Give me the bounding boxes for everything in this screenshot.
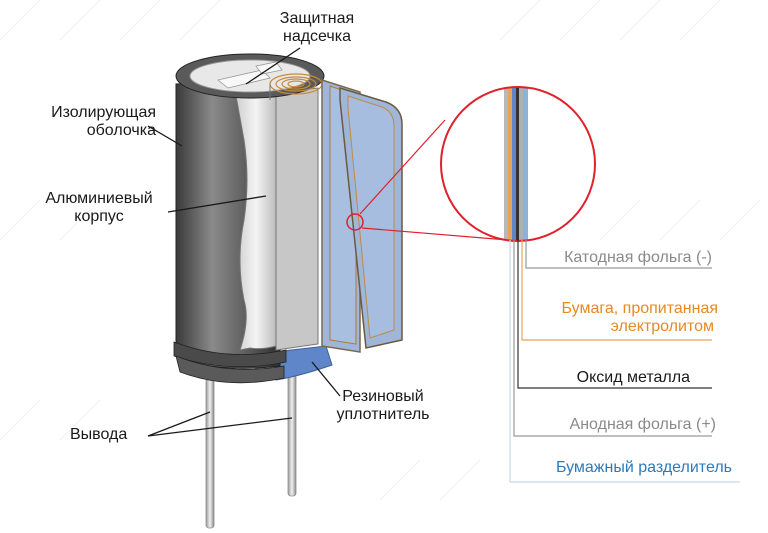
aluminum-case-shape (235, 87, 319, 351)
label-rubber-seal: Резиновый уплотнитель (322, 388, 444, 424)
label-protective-notch-line2: надсечка (282, 28, 352, 45)
zoom-callout (440, 86, 596, 242)
label-insulating-sleeve-line2: оболочка (86, 122, 156, 139)
label-pointers (147, 47, 341, 437)
label-insulating-sleeve-line1: Изолирующая (51, 104, 156, 121)
rubber-seal-shape (273, 345, 333, 381)
capacitor-leads (205, 371, 297, 529)
label-rubber-seal-line1: Резиновый (342, 388, 424, 405)
label-aluminum-case-line1: Алюминиевый (45, 190, 153, 207)
label-protective-notch-line1: Защитная (279, 10, 355, 27)
label-cathode-foil: Катодная фольга (-) (564, 249, 712, 266)
label-electrolyte-paper: Бумага, пропитанная электролитом (500, 300, 718, 336)
label-rubber-seal-line2: уплотнитель (336, 406, 430, 423)
layer-leader-lines (509, 240, 740, 483)
label-aluminum-case-line2: корпус (74, 208, 124, 225)
background-pattern (0, 0, 761, 501)
label-aluminum-case: Алюминиевый корпус (30, 190, 168, 226)
callout-connectors (359, 119, 521, 242)
label-protective-notch: Защитная надсечка (262, 10, 372, 46)
label-electrolyte-paper-line2: электролитом (610, 318, 714, 335)
label-metal-oxide: Оксид металла (576, 369, 690, 386)
top-cap-shape (175, 53, 325, 100)
unrolled-foil-layers (321, 78, 403, 353)
label-anode-foil: Анодная фольга (+) (569, 416, 716, 433)
label-paper-separator: Бумажный разделитель (555, 459, 732, 476)
label-leads: Вывода (70, 426, 128, 443)
label-electrolyte-paper-line1: Бумага, пропитанная (561, 300, 718, 317)
label-insulating-sleeve: Изолирующая оболочка (18, 104, 156, 140)
